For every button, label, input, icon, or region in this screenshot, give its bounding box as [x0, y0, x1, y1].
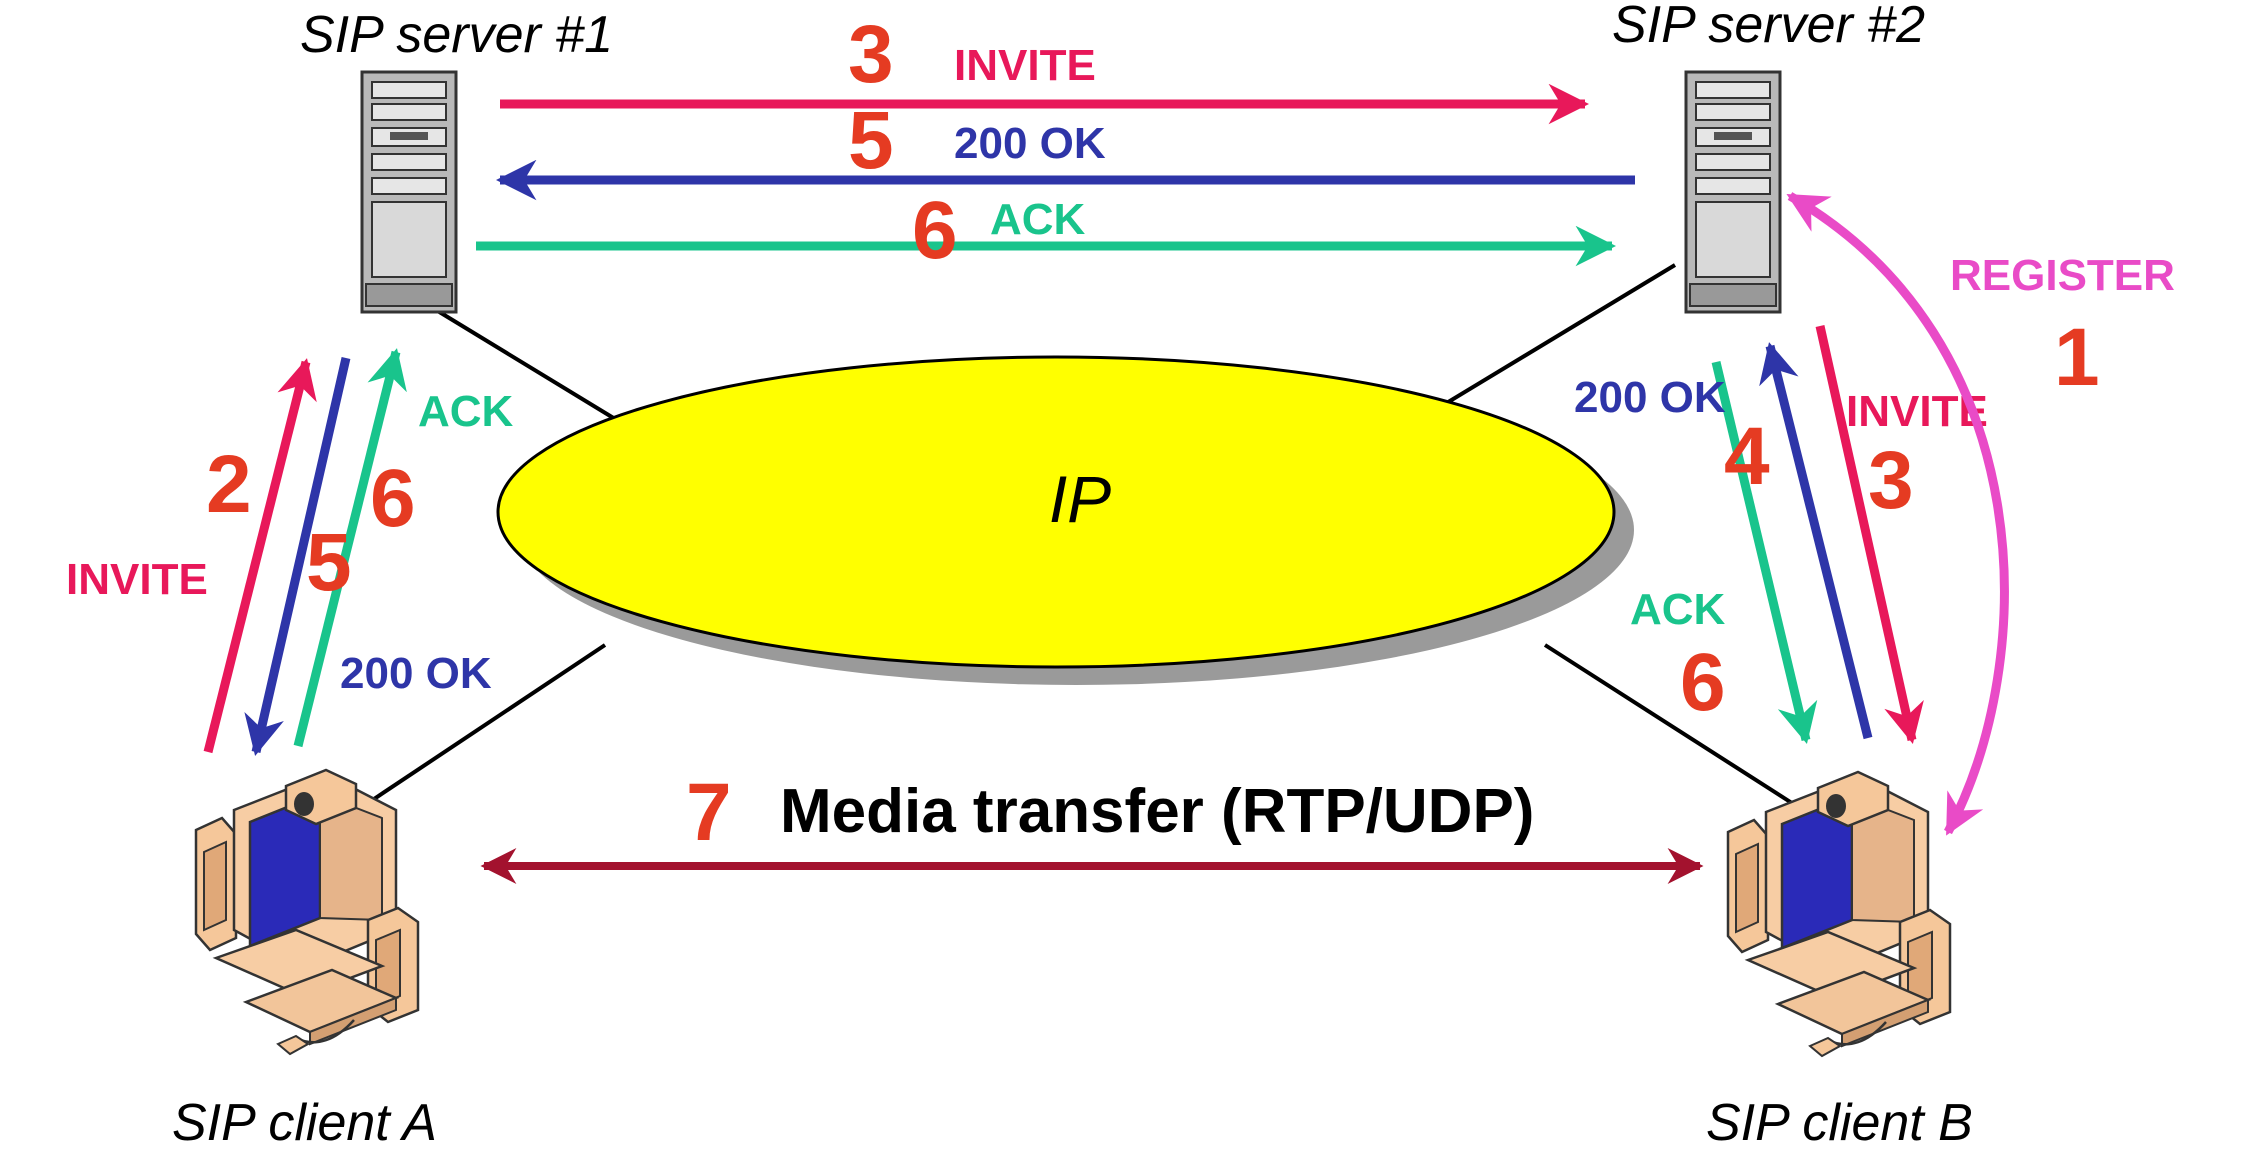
- left-invite-label: INVITE: [66, 555, 208, 604]
- step-5-left: 5: [306, 517, 352, 608]
- sip-client-a: SIP client A: [172, 768, 437, 1152]
- register-label: REGISTER: [1950, 251, 2175, 300]
- client-a-computer-icon: [194, 768, 420, 1056]
- step-7-media: 7: [686, 767, 732, 858]
- register-message: REGISTER 1: [1786, 192, 2175, 836]
- step-1-register: 1: [2054, 312, 2100, 403]
- left-invite-arrow: [203, 358, 317, 754]
- sip-client-b-label: SIP client B: [1706, 1094, 1973, 1152]
- sip-client-b: SIP client B: [1706, 770, 1973, 1152]
- client-b-messages: 200 OK INVITE ACK 4 3 6: [1574, 325, 1988, 744]
- server-to-server-messages: INVITE 200 OK ACK 3 5 6: [476, 9, 1635, 276]
- client-b-computer-icon: [1726, 770, 1952, 1058]
- top-invite-label: INVITE: [954, 41, 1096, 90]
- server-2-icon: [1684, 70, 1782, 314]
- step-4-right: 4: [1724, 411, 1770, 502]
- sip-client-a-label: SIP client A: [172, 1094, 437, 1152]
- register-arrow: [1786, 192, 2009, 836]
- step-6-left: 6: [370, 453, 416, 544]
- link-clientB-ip: [1543, 643, 1797, 807]
- ip-network-ellipse: [496, 355, 1616, 669]
- network-links: [363, 263, 1797, 807]
- left-ok-label: 200 OK: [340, 649, 492, 698]
- sip-server-2: SIP server #2: [1612, 0, 1925, 314]
- left-ack-label: ACK: [418, 387, 514, 436]
- link-server2-ip: [1433, 263, 1677, 412]
- step-5-top: 5: [848, 95, 894, 186]
- ip-label: IP: [1049, 462, 1111, 536]
- right-ok-label: 200 OK: [1574, 373, 1726, 422]
- sip-server-1: SIP server #1: [300, 6, 613, 314]
- step-6-top: 6: [912, 185, 958, 276]
- sip-server-2-label: SIP server #2: [1612, 0, 1925, 54]
- step-2-left: 2: [206, 439, 252, 530]
- link-clientA-ip: [363, 643, 607, 807]
- media-label: Media transfer (RTP/UDP): [780, 777, 1534, 846]
- media-transfer: Media transfer (RTP/UDP) 7: [480, 767, 1704, 884]
- top-ok-label: 200 OK: [954, 119, 1106, 168]
- server-1-icon: [360, 70, 458, 314]
- left-ack-arrow: [293, 348, 407, 748]
- step-3-top: 3: [848, 9, 894, 100]
- left-ok-arrow: [244, 356, 351, 756]
- step-6-right: 6: [1680, 637, 1726, 728]
- client-a-messages: INVITE 200 OK ACK 2 5 6: [66, 348, 514, 756]
- ip-network: IP: [496, 355, 1634, 685]
- step-3-right: 3: [1868, 435, 1914, 526]
- right-ack-label: ACK: [1630, 585, 1726, 634]
- top-ack-label: ACK: [990, 195, 1086, 244]
- sip-server-1-label: SIP server #1: [300, 6, 613, 64]
